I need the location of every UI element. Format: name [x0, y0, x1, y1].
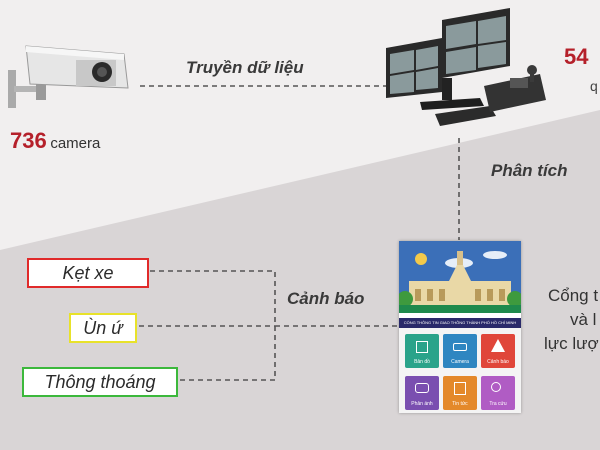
- portal-caption-partial: Cổng t và l lực lượ: [544, 284, 599, 356]
- alert-label: Cảnh báo: [287, 289, 365, 308]
- partial-number: 54: [564, 44, 589, 69]
- tile-phan-anh[interactable]: Phản ánh: [405, 376, 439, 410]
- left-bracket-line: [150, 270, 276, 381]
- tile-label: Phản ánh: [411, 401, 433, 407]
- camera-count: 736: [10, 128, 47, 153]
- tile-label: Camera: [451, 359, 469, 365]
- map-icon: [416, 341, 428, 353]
- city-hall-banner-image: [399, 241, 521, 313]
- tag-un-u: Ùn ứ: [69, 313, 137, 343]
- tile-ban-do[interactable]: Bản đồ: [405, 334, 439, 368]
- warning-icon: [491, 339, 505, 352]
- partial-sub: q: [590, 78, 598, 94]
- cctv-camera-icon: [8, 45, 129, 108]
- tag-ket-xe: Kẹt xe: [27, 258, 149, 288]
- tile-label: Tra cứu: [489, 401, 507, 407]
- app-tile-grid: Bản đồ Camera Cảnh báo Phản ánh Tin tức …: [399, 328, 521, 413]
- camera-count-caption: 736 camera: [10, 128, 100, 154]
- traffic-portal-app: CỔNG THÔNG TIN GIAO THÔNG THÀNH PHỐ HỒ C…: [399, 241, 521, 413]
- analysis-label: Phân tích: [491, 161, 568, 180]
- tile-label: Tin tức: [452, 401, 468, 407]
- portal-caption-line2: và l: [570, 310, 597, 329]
- camera-label: camera: [50, 135, 101, 152]
- app-banner-title: CỔNG THÔNG TIN GIAO THÔNG THÀNH PHỐ HỒ C…: [399, 318, 521, 328]
- camera-icon: [453, 343, 467, 351]
- chat-icon: [415, 383, 429, 393]
- transfer-label: Truyền dữ liệu: [186, 58, 304, 77]
- portal-caption-line3: lực lượ: [544, 334, 599, 353]
- tile-canh-bao[interactable]: Cảnh báo: [481, 334, 515, 368]
- portal-caption-line1: Cổng t: [548, 286, 599, 305]
- tile-tin-tuc[interactable]: Tin tức: [443, 376, 477, 410]
- tile-tra-cuu[interactable]: Tra cứu: [481, 376, 515, 410]
- search-icon: [491, 382, 501, 392]
- tag-thong-thoang: Thông thoáng: [22, 367, 178, 397]
- tile-label: Cảnh báo: [487, 359, 509, 365]
- news-icon: [454, 382, 466, 395]
- monitor-station-icon: [386, 8, 546, 126]
- tile-camera[interactable]: Camera: [443, 334, 477, 368]
- tile-label: Bản đồ: [414, 359, 430, 365]
